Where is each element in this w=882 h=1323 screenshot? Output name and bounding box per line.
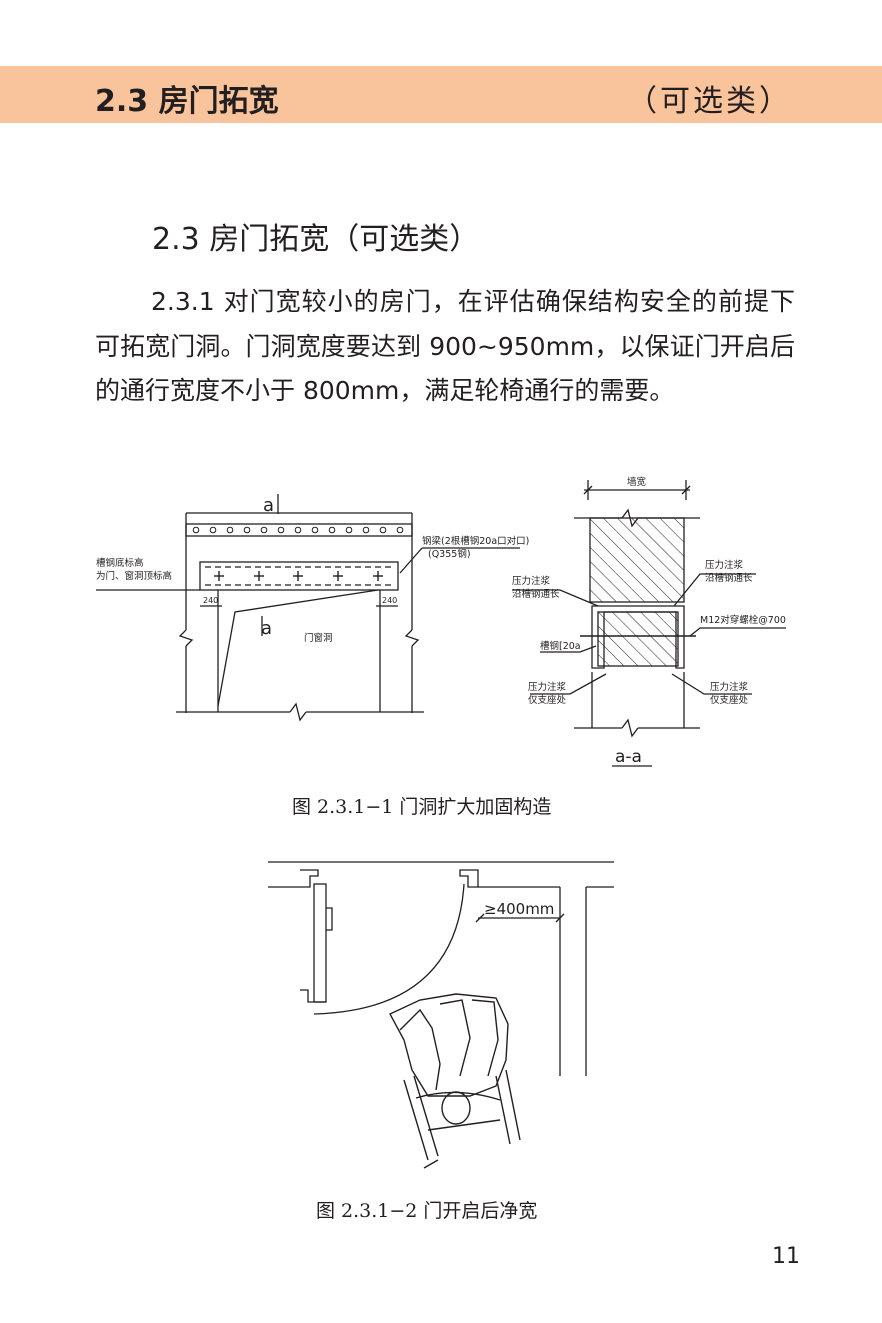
section-title-aa: a-a xyxy=(615,747,642,767)
section-mark-bottom: a xyxy=(261,618,272,639)
section-title: 2.3 房门拓宽（可选类） xyxy=(152,222,480,257)
dim-label-400: ≥400mm xyxy=(484,900,554,918)
label-channel-height-2: 为门、窗洞顶标高 xyxy=(96,570,172,582)
label-channel: 槽钢[20a xyxy=(540,640,581,652)
figure-1-caption: 图 2.3.1−1 门洞扩大加固构造 xyxy=(292,796,552,818)
label-grout-right-1: 压力注浆 xyxy=(705,559,744,571)
label-bolt: M12对穿螺栓@700 xyxy=(700,614,786,626)
label-grout-bottom-right-1: 压力注浆 xyxy=(710,681,749,693)
dim-wall-width: 墙宽 xyxy=(627,476,647,488)
section-mark-top: a xyxy=(263,495,274,516)
label-grout-right-2: 沿槽钢通长 xyxy=(705,572,753,584)
label-grout-left-1: 压力注浆 xyxy=(512,575,551,587)
label-grout-left-2: 沿槽钢通长 xyxy=(512,588,560,600)
label-grout-bottom-left-2: 仅支座处 xyxy=(528,694,567,706)
dim-left: 240 xyxy=(203,596,218,605)
header-band xyxy=(0,66,882,123)
label-beam-2: (Q355钢) xyxy=(428,548,471,560)
label-grout-bottom-right-2: 仅支座处 xyxy=(710,694,749,706)
figure-2-caption: 图 2.3.1−2 门开启后净宽 xyxy=(316,1200,538,1222)
header-tag: （可选类） xyxy=(627,84,792,119)
dim-right: 240 xyxy=(382,596,397,605)
header-title: 2.3 房门拓宽 xyxy=(95,84,279,119)
page-number: 11 xyxy=(772,1244,800,1269)
body-paragraph: 2.3.1 对门宽较小的房门，在评估确保结构安全的前提下可拓宽门洞。门洞宽度要达… xyxy=(95,287,795,405)
label-beam-1: 钢梁(2根槽钢20a口对口) xyxy=(422,535,529,547)
label-grout-bottom-left-1: 压力注浆 xyxy=(528,681,567,693)
label-opening: 门窗洞 xyxy=(304,632,333,644)
label-channel-height-1: 槽钢底标高 xyxy=(96,557,144,569)
